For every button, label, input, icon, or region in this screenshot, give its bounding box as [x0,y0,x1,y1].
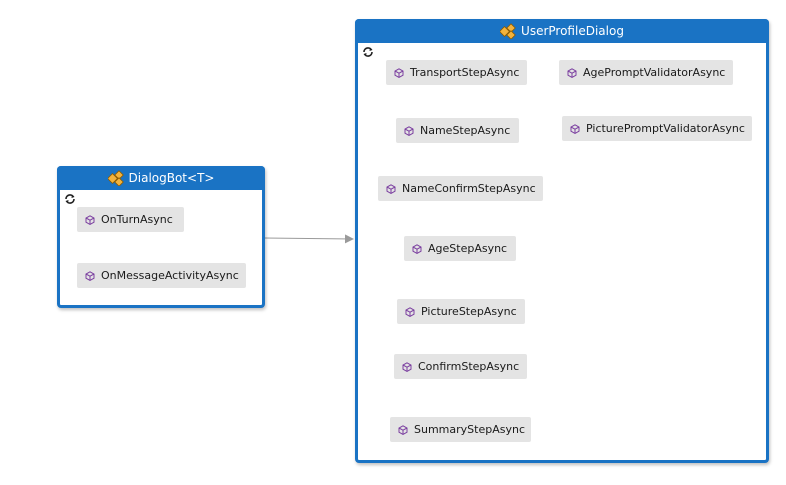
method-cube-icon [386,183,396,194]
method-confirm-step-async[interactable]: ConfirmStepAsync [394,354,527,379]
method-cube-icon [570,123,580,134]
method-cube-icon [398,424,408,435]
method-label: PictureStepAsync [421,305,517,318]
method-cube-icon [85,214,95,225]
method-picture-prompt-validator-async[interactable]: PicturePromptValidatorAsync [562,116,752,141]
dialogbot-class[interactable]: DialogBot<T> OnTurnAsync OnMessageActivi… [57,166,265,308]
userprofiledialog-class-header[interactable]: UserProfileDialog [355,19,769,43]
dialogbot-class-title: DialogBot<T> [128,171,215,185]
method-label: AgeStepAsync [428,242,508,255]
method-name-step-async[interactable]: NameStepAsync [396,118,519,143]
method-age-prompt-validator-async[interactable]: AgePromptValidatorAsync [559,60,733,85]
cycle-icon[interactable] [362,46,374,58]
method-cube-icon [404,125,414,136]
cycle-icon[interactable] [64,193,76,205]
method-label: TransportStepAsync [410,66,520,79]
method-label: SummaryStepAsync [414,423,525,436]
method-cube-icon [567,67,577,78]
method-on-message-activity-async[interactable]: OnMessageActivityAsync [77,263,246,288]
method-label: AgePromptValidatorAsync [583,66,726,79]
method-label: PicturePromptValidatorAsync [586,122,745,135]
method-cube-icon [394,67,404,78]
method-on-turn-async[interactable]: OnTurnAsync [77,207,184,232]
method-summary-step-async[interactable]: SummaryStepAsync [390,417,531,442]
method-cube-icon [405,306,415,317]
class-icon [500,23,516,39]
method-cube-icon [85,270,95,281]
method-label: NameStepAsync [420,124,511,137]
class-icon [107,170,124,186]
userprofiledialog-class-title: UserProfileDialog [521,24,624,38]
method-cube-icon [412,243,422,254]
method-label: NameConfirmStepAsync [402,182,536,195]
method-label: OnTurnAsync [101,213,173,226]
method-age-step-async[interactable]: AgeStepAsync [404,236,516,261]
method-label: ConfirmStepAsync [418,360,520,373]
method-label: OnMessageActivityAsync [101,269,239,282]
method-name-confirm-step-async[interactable]: NameConfirmStepAsync [378,176,543,201]
method-picture-step-async[interactable]: PictureStepAsync [397,299,525,324]
method-cube-icon [402,361,412,372]
dialogbot-class-header[interactable]: DialogBot<T> [57,166,265,190]
call-arrow-dialogbot-to-userprofile [263,234,354,244]
userprofiledialog-class[interactable]: UserProfileDialog TransportStepAsync Nam… [355,19,769,463]
method-transport-step-async[interactable]: TransportStepAsync [386,60,527,85]
